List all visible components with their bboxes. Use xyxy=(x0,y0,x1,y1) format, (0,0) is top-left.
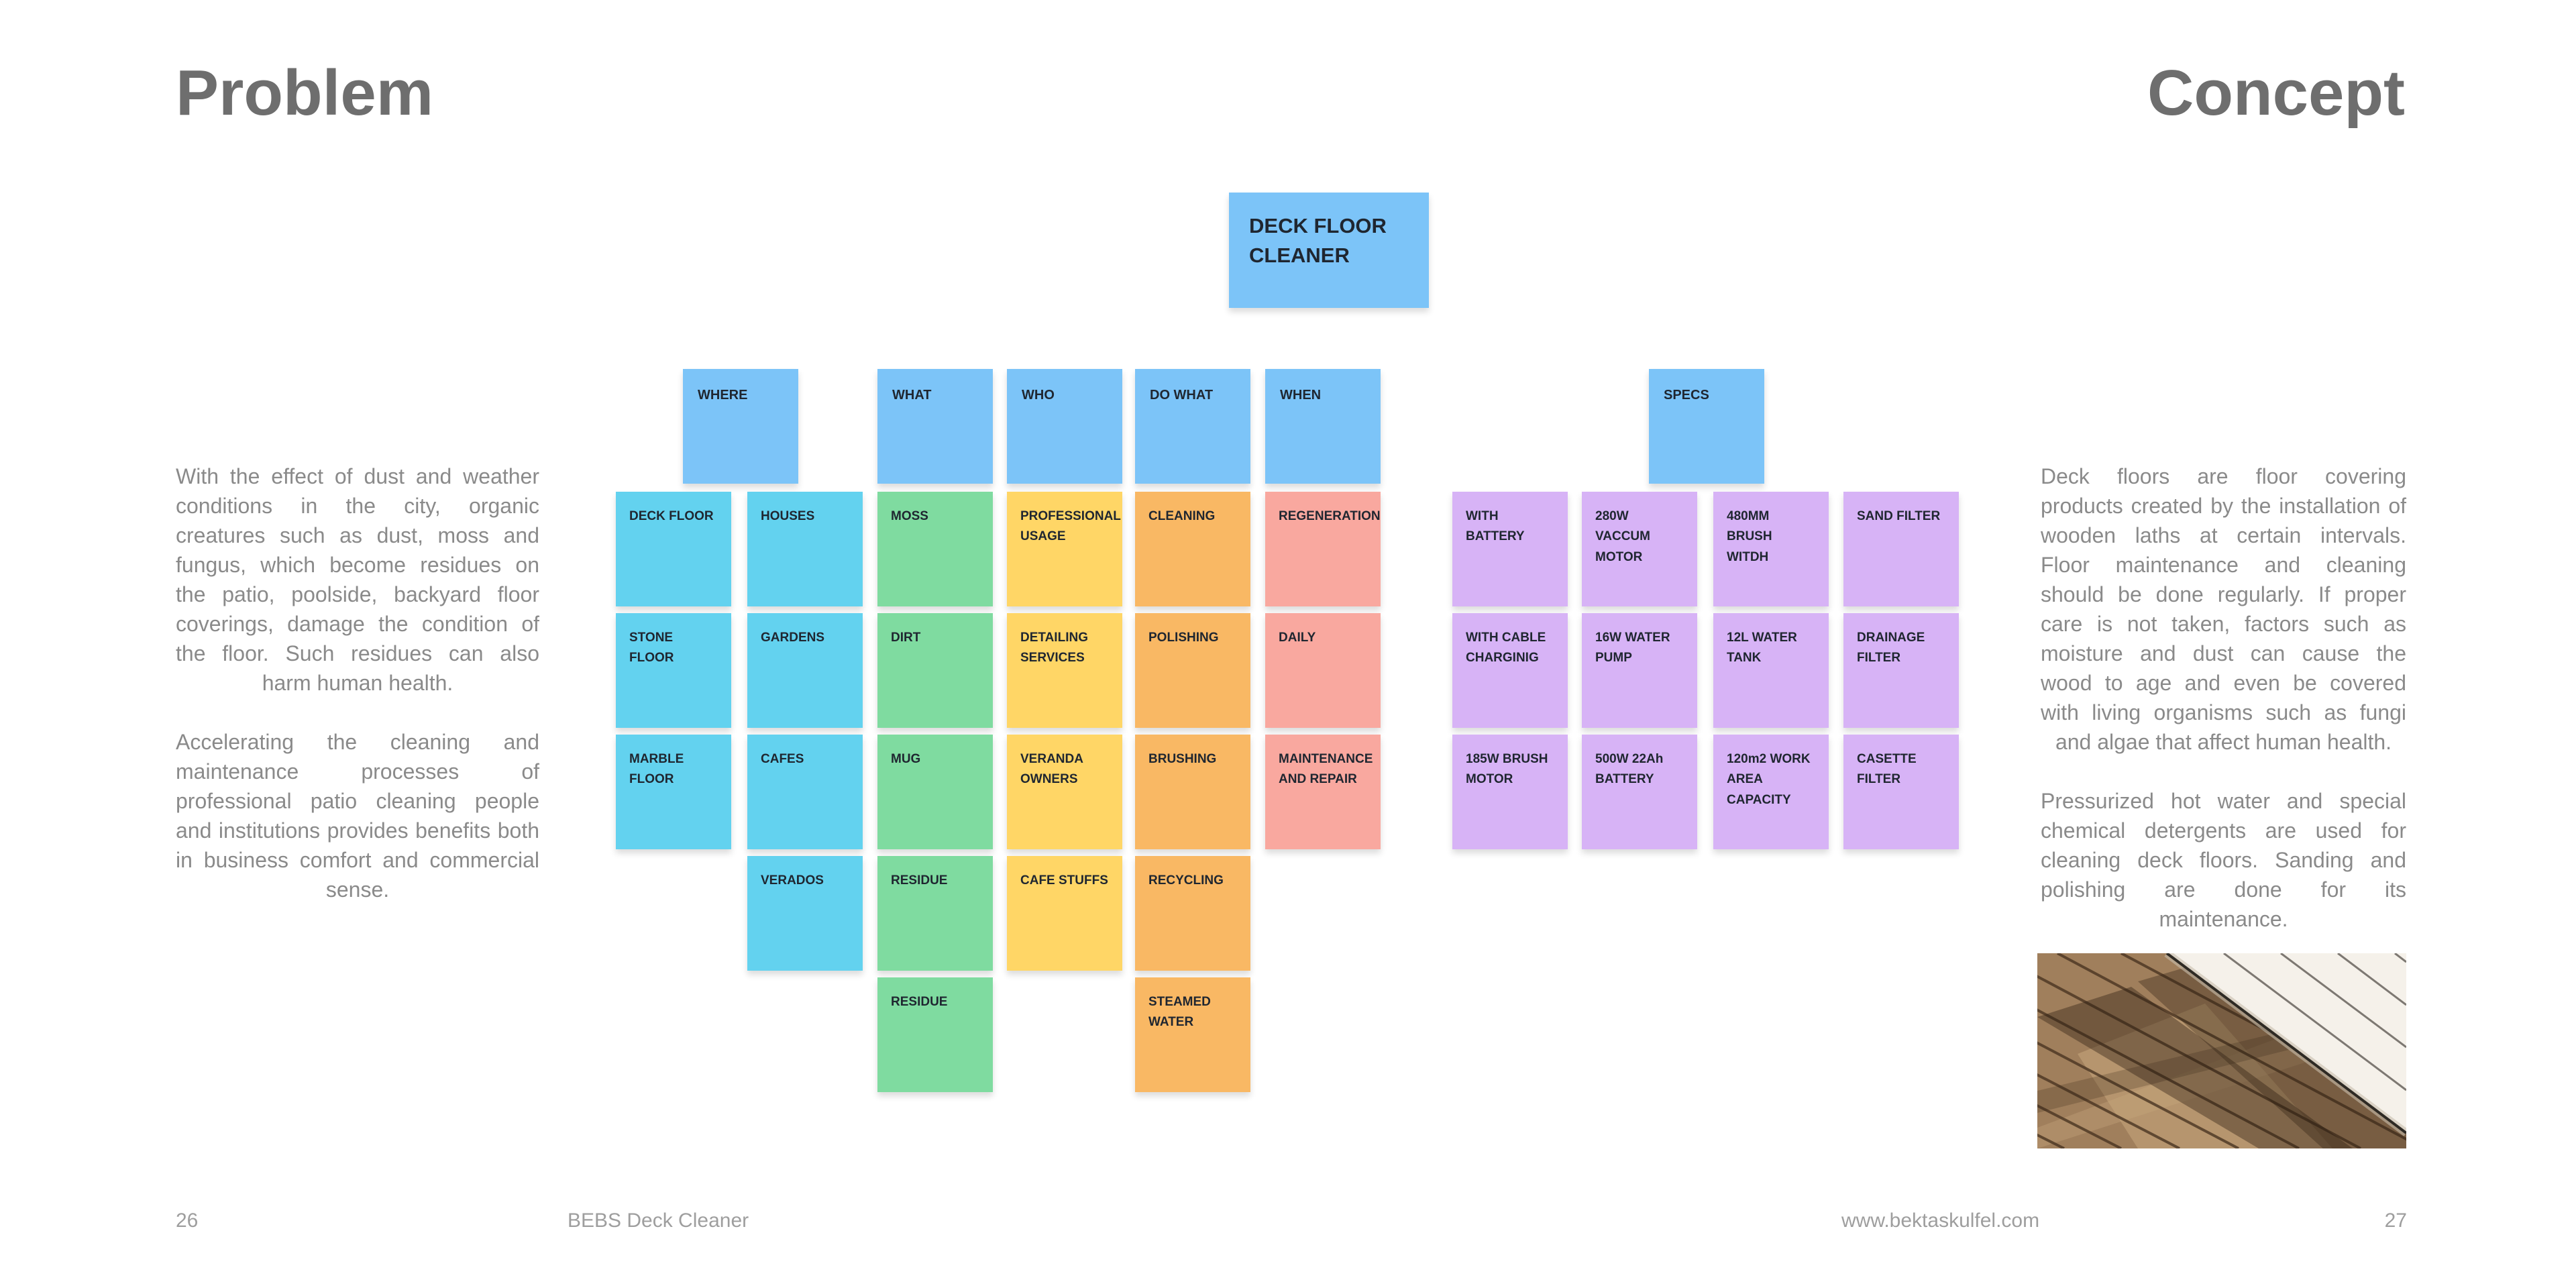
sticky-note-stone-floor[interactable]: STONE FLOOR xyxy=(616,613,731,728)
sticky-note-dirt[interactable]: DIRT xyxy=(877,613,993,728)
sticky-note-drainage-filter[interactable]: DRAINAGE FILTER xyxy=(1843,613,1959,728)
sticky-note-label: SAND FILTER xyxy=(1857,509,1941,523)
sticky-note-casette-filter[interactable]: CASETTE FILTER xyxy=(1843,735,1959,849)
sticky-note-polishing[interactable]: POLISHING xyxy=(1135,613,1250,728)
sticky-note-label: 16W WATER PUMP xyxy=(1595,631,1670,665)
sticky-note-label: VERANDA OWNERS xyxy=(1020,752,1083,787)
sticky-note-label: 120m2 WORK AREA CAPACITY xyxy=(1727,752,1811,807)
sticky-note-marble-floor[interactable]: MARBLE FLOOR xyxy=(616,735,731,849)
sticky-note-label: 280W VACCUM MOTOR xyxy=(1595,509,1650,564)
sticky-note-verados[interactable]: VERADOS xyxy=(747,856,863,971)
sticky-note-label: CAFES xyxy=(761,752,804,766)
header-note-when[interactable]: WHEN xyxy=(1265,369,1381,484)
sticky-note-480mm-brush-witdh[interactable]: 480MM BRUSH WITDH xyxy=(1713,492,1829,606)
sticky-note-label: VERADOS xyxy=(761,873,824,888)
sticky-note-label: MAINTENANCE AND REPAIR xyxy=(1279,752,1373,787)
sticky-note-16w-water-pump[interactable]: 16W WATER PUMP xyxy=(1582,613,1697,728)
sticky-note-label: PROFESSIONAL USAGE xyxy=(1020,509,1121,544)
sticky-note-cafe-stuffs[interactable]: CAFE STUFFS xyxy=(1007,856,1122,971)
sticky-note-label: GARDENS xyxy=(761,631,825,645)
sticky-note-label: MARBLE FLOOR xyxy=(629,752,684,787)
sticky-note-cafes[interactable]: CAFES xyxy=(747,735,863,849)
sticky-note-280w-vaccum-motor[interactable]: 280W VACCUM MOTOR xyxy=(1582,492,1697,606)
root-note[interactable]: DECK FLOOR CLEANER xyxy=(1229,193,1429,308)
sticky-note-label: DRAINAGE FILTER xyxy=(1857,631,1925,665)
problem-paragraph-1: With the effect of dust and weather cond… xyxy=(176,464,539,695)
sticky-note-gardens[interactable]: GARDENS xyxy=(747,613,863,728)
sticky-note-sand-filter[interactable]: SAND FILTER xyxy=(1843,492,1959,606)
sticky-note-regeneration[interactable]: REGENERATION xyxy=(1265,492,1381,606)
sticky-note-with-cable-charginig[interactable]: WITH CABLE CHARGINIG xyxy=(1452,613,1568,728)
sticky-note-professional-usage[interactable]: PROFESSIONAL USAGE xyxy=(1007,492,1122,606)
sticky-note-label: RESIDUE xyxy=(891,995,948,1009)
sticky-note-deck-floor[interactable]: DECK FLOOR xyxy=(616,492,731,606)
sticky-note-recycling[interactable]: RECYCLING xyxy=(1135,856,1250,971)
concept-paragraph-1: Deck floors are floor covering products … xyxy=(2041,464,2406,754)
deck-floor-photo xyxy=(2037,953,2406,1148)
header-note-label: WHAT xyxy=(892,388,932,402)
sticky-note-label: POLISHING xyxy=(1148,631,1219,645)
sticky-note-label: REGENERATION xyxy=(1279,509,1381,523)
header-note-what[interactable]: WHAT xyxy=(877,369,993,484)
sticky-note-maintenance-and-repair[interactable]: MAINTENANCE AND REPAIR xyxy=(1265,735,1381,849)
sticky-note-with-battery[interactable]: WITH BATTERY xyxy=(1452,492,1568,606)
page-title-problem: Problem xyxy=(176,57,434,129)
sticky-note-185w-brush-motor[interactable]: 185W BRUSH MOTOR xyxy=(1452,735,1568,849)
header-note-label: WHEN xyxy=(1280,388,1322,402)
sticky-note-label: WITH CABLE CHARGINIG xyxy=(1466,631,1546,665)
sticky-note-mug[interactable]: MUG xyxy=(877,735,993,849)
page-title-concept: Concept xyxy=(2147,57,2405,129)
header-note-where[interactable]: WHERE xyxy=(683,369,798,484)
header-note-specs[interactable]: SPECS xyxy=(1649,369,1764,484)
header-note-do-what[interactable]: DO WHAT xyxy=(1135,369,1250,484)
header-note-label: WHERE xyxy=(698,388,748,402)
sticky-note-brushing[interactable]: BRUSHING xyxy=(1135,735,1250,849)
sticky-note-label: MOSS xyxy=(891,509,928,523)
sticky-note-label: HOUSES xyxy=(761,509,815,523)
sticky-note-label: DIRT xyxy=(891,631,921,645)
concept-text-block: Deck floors are floor covering products … xyxy=(2041,462,2406,963)
sticky-note-houses[interactable]: HOUSES xyxy=(747,492,863,606)
header-note-label: WHO xyxy=(1022,388,1055,402)
sticky-note-veranda-owners[interactable]: VERANDA OWNERS xyxy=(1007,735,1122,849)
sticky-note-label: 185W BRUSH MOTOR xyxy=(1466,752,1548,787)
sticky-note-daily[interactable]: DAILY xyxy=(1265,613,1381,728)
sticky-note-label: CASETTE FILTER xyxy=(1857,752,1917,787)
sticky-note-moss[interactable]: MOSS xyxy=(877,492,993,606)
sticky-note-label: RECYCLING xyxy=(1148,873,1224,888)
sticky-note-120m2-work-area-capacity[interactable]: 120m2 WORK AREA CAPACITY xyxy=(1713,735,1829,849)
sticky-note-label: 480MM BRUSH WITDH xyxy=(1727,509,1772,564)
sticky-note-label: DETAILING SERVICES xyxy=(1020,631,1088,665)
sticky-note-label: 12L WATER TANK xyxy=(1727,631,1797,665)
header-note-label: SPECS xyxy=(1664,388,1709,402)
website-url: www.bektaskulfel.com xyxy=(1841,1210,2040,1232)
sticky-note-label: 500W 22Ah BATTERY xyxy=(1595,752,1664,787)
header-note-who[interactable]: WHO xyxy=(1007,369,1122,484)
sticky-note-label: CLEANING xyxy=(1148,509,1216,523)
sticky-note-residue[interactable]: RESIDUE xyxy=(877,856,993,971)
sticky-note-label: MUG xyxy=(891,752,921,766)
sticky-note-steamed-water[interactable]: STEAMED WATER xyxy=(1135,977,1250,1092)
sticky-note-label: STONE FLOOR xyxy=(629,631,674,665)
sticky-note-cleaning[interactable]: CLEANING xyxy=(1135,492,1250,606)
sticky-note-label: BRUSHING xyxy=(1148,752,1217,766)
sticky-note-label: CAFE STUFFS xyxy=(1020,873,1108,888)
sticky-note-label: DAILY xyxy=(1279,631,1316,645)
problem-paragraph-2: Accelerating the cleaning and maintenanc… xyxy=(176,730,539,902)
sticky-note-residue[interactable]: RESIDUE xyxy=(877,977,993,1092)
sticky-note-500w-22ah-battery[interactable]: 500W 22Ah BATTERY xyxy=(1582,735,1697,849)
sticky-note-detailing-services[interactable]: DETAILING SERVICES xyxy=(1007,613,1122,728)
root-note-label: DECK FLOOR CLEANER xyxy=(1249,214,1387,268)
header-note-label: DO WHAT xyxy=(1150,388,1214,402)
sticky-note-12l-water-tank[interactable]: 12L WATER TANK xyxy=(1713,613,1829,728)
sticky-note-label: STEAMED WATER xyxy=(1148,995,1211,1030)
sticky-note-label: DECK FLOOR xyxy=(629,509,714,523)
page-number-right: 27 xyxy=(2384,1210,2407,1232)
concept-paragraph-2: Pressurized hot water and special chemic… xyxy=(2041,789,2406,931)
page-number-left: 26 xyxy=(176,1210,199,1232)
sticky-note-label: RESIDUE xyxy=(891,873,948,888)
project-name: BEBS Deck Cleaner xyxy=(568,1210,749,1232)
sticky-note-label: WITH BATTERY xyxy=(1466,509,1525,544)
problem-text-block: With the effect of dust and weather cond… xyxy=(176,462,539,934)
